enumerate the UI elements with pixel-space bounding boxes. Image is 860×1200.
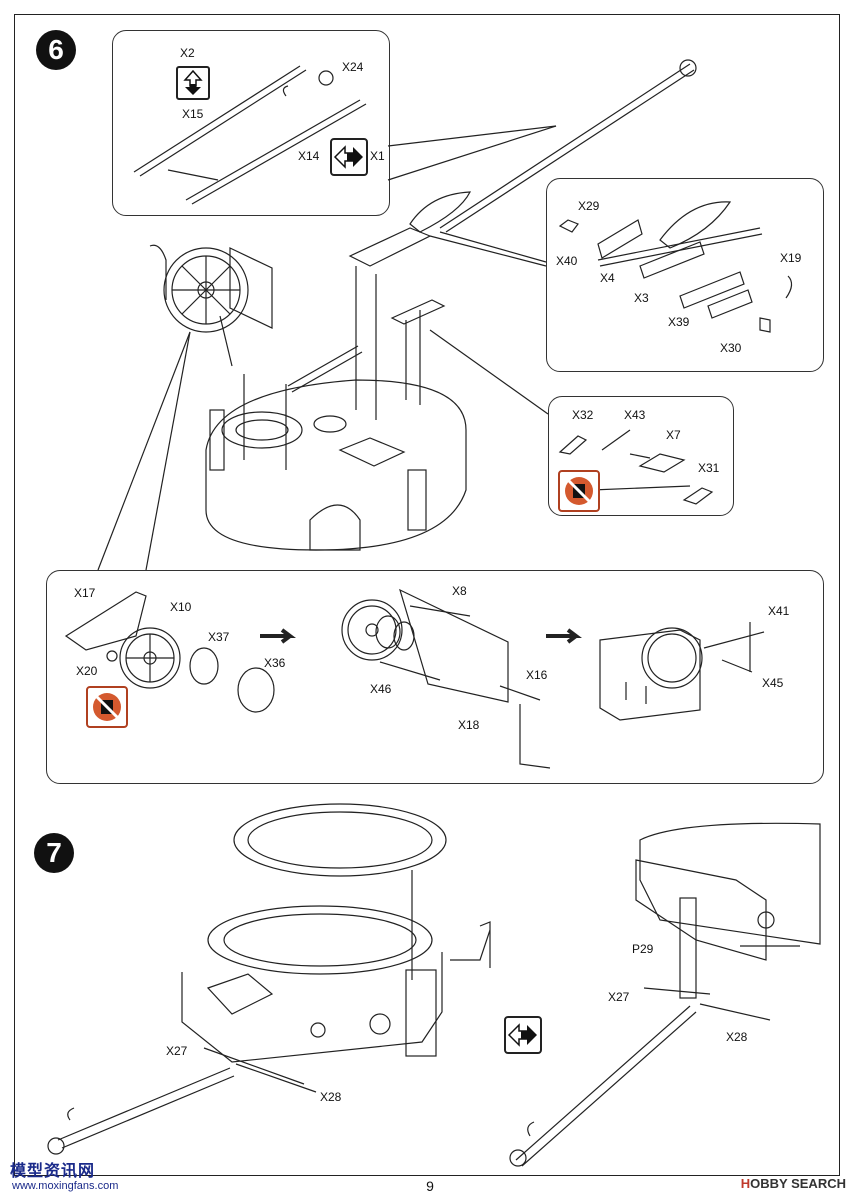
label-x29: X29 <box>578 199 600 213</box>
step-number-7: 7 <box>34 833 74 873</box>
watermark-brand-letter: H <box>740 1176 751 1191</box>
watermark-brand-text: OBBY SEARCH <box>750 1176 846 1191</box>
page-frame <box>14 14 840 1176</box>
watermark-url: www.moxingfans.com <box>12 1180 119 1192</box>
label-x41: X41 <box>768 604 790 618</box>
label-x8: X8 <box>452 584 467 598</box>
label-x31: X31 <box>698 461 720 475</box>
label-x19: X19 <box>780 251 802 265</box>
label-x36: X36 <box>264 656 286 670</box>
label-x24: X24 <box>342 60 364 74</box>
left-right-arrow-icon <box>330 138 368 176</box>
label-x27-left: X27 <box>166 1044 188 1058</box>
label-x17: X17 <box>74 586 96 600</box>
label-x37: X37 <box>208 630 230 644</box>
label-x16: X16 <box>526 668 548 682</box>
flip-icon <box>176 66 210 100</box>
label-x32: X32 <box>572 408 594 422</box>
label-x46: X46 <box>370 682 392 696</box>
label-x39: X39 <box>668 315 690 329</box>
label-x28-right: X28 <box>726 1030 748 1044</box>
label-x28-left: X28 <box>320 1090 342 1104</box>
page-number: 9 <box>426 1178 434 1194</box>
label-x45: X45 <box>762 676 784 690</box>
label-p29: P29 <box>632 942 654 956</box>
label-x40: X40 <box>556 254 578 268</box>
watermark-right: HOBBY SEARCH <box>741 1176 846 1191</box>
watermark-left: 模型资讯网 <box>10 1163 96 1180</box>
label-x4: X4 <box>600 271 615 285</box>
left-right-arrow-icon <box>504 1016 542 1054</box>
step-number-6: 6 <box>36 30 76 70</box>
label-x27-right: X27 <box>608 990 630 1004</box>
no-glue-icon <box>86 686 128 728</box>
label-x43: X43 <box>624 408 646 422</box>
no-glue-icon <box>558 470 600 512</box>
label-x30: X30 <box>720 341 742 355</box>
label-x3: X3 <box>634 291 649 305</box>
callout-box-top <box>112 30 390 216</box>
label-x2: X2 <box>180 46 195 60</box>
label-x10: X10 <box>170 600 192 614</box>
label-x7: X7 <box>666 428 681 442</box>
callout-box-bottom <box>46 570 824 784</box>
label-x18: X18 <box>458 718 480 732</box>
label-x1: X1 <box>370 149 385 163</box>
label-x15: X15 <box>182 107 204 121</box>
label-x14: X14 <box>298 149 320 163</box>
label-x20: X20 <box>76 664 98 678</box>
